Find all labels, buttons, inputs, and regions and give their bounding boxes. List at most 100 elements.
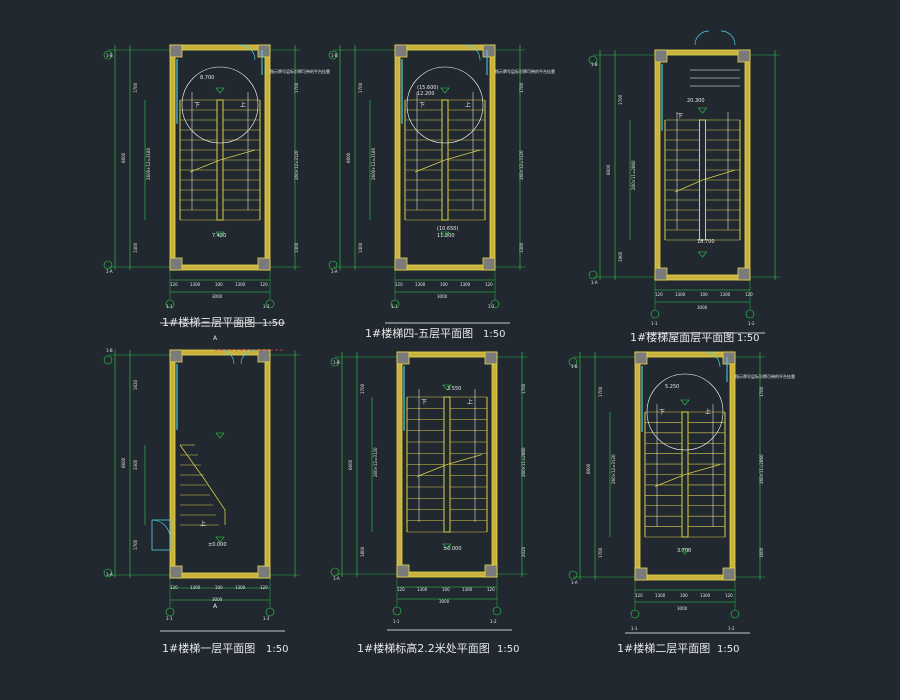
plan-scale: 1:50 xyxy=(483,329,505,340)
section-mark-top: A xyxy=(213,335,218,342)
grid-left-label: 1-1 xyxy=(651,321,658,326)
dim-bottom-0: 120 xyxy=(397,587,405,592)
wall-bottom xyxy=(169,264,271,271)
dim-bottom-3: 1300 xyxy=(235,282,246,287)
column-2 xyxy=(394,257,408,271)
dim-left-part-0: 1700 xyxy=(598,386,603,397)
wall-right xyxy=(264,349,271,579)
door-swing xyxy=(464,44,481,61)
plan-third[interactable]: 1#楼梯三层平面图 1:50 8.700 7.450 上 下 指示牌号层标识牌可… xyxy=(103,44,330,329)
grid-bubble-left xyxy=(392,606,402,616)
plan-geometry xyxy=(328,44,525,324)
column-3 xyxy=(482,257,496,271)
dim-right-part-0: 1700 xyxy=(519,82,524,93)
dim-right-part-0: 1700 xyxy=(521,383,526,394)
grid-bubble-top xyxy=(568,357,578,367)
up-label: 上 xyxy=(240,101,246,109)
wall-top xyxy=(394,44,496,51)
wall-left xyxy=(634,351,641,581)
platform-circle xyxy=(181,66,259,144)
level-marker-upper xyxy=(215,432,225,439)
wall-left xyxy=(394,44,401,271)
grid-bubble-bottom xyxy=(103,568,113,578)
dim-bottom-1: 1300 xyxy=(415,282,426,287)
dim-total: 3000 xyxy=(697,305,708,310)
dim-left-part-0: 1700 xyxy=(360,383,365,394)
dim-bottom-0: 120 xyxy=(395,282,403,287)
wall-right xyxy=(729,351,736,581)
dim-bottom-4: 120 xyxy=(487,587,495,592)
grid-bottom-label: 1-A xyxy=(331,269,338,274)
plan-geometry xyxy=(330,351,527,631)
dim-bottom-2: 100 xyxy=(442,587,450,592)
dim-right-part-0: 1700 xyxy=(759,386,764,397)
grid-top-label: 1-B xyxy=(106,53,113,58)
grid-top-label: 1-B xyxy=(333,360,340,365)
plan-fourth-fifth[interactable]: 1#楼梯四-五层平面图 1:50 (15.600) 12.200 (10.650… xyxy=(328,44,555,340)
grid-right-label: 1-2 xyxy=(490,619,497,624)
column-2 xyxy=(396,564,410,578)
grid-bubble-bottom xyxy=(328,260,338,270)
dim-left-part-2: 1700 xyxy=(598,547,603,558)
column-3 xyxy=(737,267,751,281)
dim-total: 3000 xyxy=(212,597,223,602)
column-2 xyxy=(169,565,183,579)
dim-bottom-4: 120 xyxy=(485,282,493,287)
plan-first[interactable]: 1#楼梯一层平面图 1:50 ±0.000 上 A A 1-B 1-A 1-1 … xyxy=(103,335,300,655)
wall-top xyxy=(169,349,271,356)
plan-roof[interactable]: 1#楼梯屋面层平面图 1:50 20.300 18.700 下 1-B 1-A … xyxy=(588,30,780,344)
level-upper: 8.700 xyxy=(200,75,214,81)
dim-left-part-1: 2600+12=3180 xyxy=(146,147,151,180)
dim-left-total: 6600 xyxy=(348,459,353,470)
dim-left-part-0: 1700 xyxy=(618,94,623,105)
column-3 xyxy=(722,567,736,581)
platform-circle xyxy=(646,373,724,451)
plan-second[interactable]: 1#楼梯二层平面图 1:50 5.250 3.700 上 下 指示牌号层标识牌可… xyxy=(568,351,795,655)
level-marker-upper xyxy=(440,87,450,94)
dim-bottom-3: 1300 xyxy=(460,282,471,287)
column-0 xyxy=(654,49,668,63)
column-2 xyxy=(654,267,668,281)
dim-right-part-1: 260×11=2860 xyxy=(759,454,764,484)
grid-bubble-left xyxy=(630,609,640,619)
break-line xyxy=(654,464,721,487)
dim-left-total: 6600 xyxy=(586,463,591,474)
dim-bottom-1: 1300 xyxy=(417,587,428,592)
grid-bubble-left xyxy=(390,299,400,309)
grid-bubble-bottom xyxy=(103,260,113,270)
grid-bubble-right xyxy=(730,609,740,619)
plan-scale: 1:50 xyxy=(262,318,284,329)
dim-left-total: 6600 xyxy=(606,164,611,175)
level-lower: ±0.000 xyxy=(208,542,227,548)
wall-left xyxy=(654,49,661,281)
column-2 xyxy=(634,567,648,581)
column-0 xyxy=(396,351,410,365)
dim-bottom-1: 1300 xyxy=(675,292,686,297)
plan-title: 1#楼梯四-五层平面图 xyxy=(365,326,473,340)
up-label: 上 xyxy=(467,398,473,406)
column-1 xyxy=(737,49,751,63)
column-3 xyxy=(257,565,271,579)
section-mark-bottom: A xyxy=(213,603,218,610)
dim-bottom-2: 100 xyxy=(680,593,688,598)
dim-right-part-2: 1300 xyxy=(294,242,299,253)
plan-geometry xyxy=(568,351,765,634)
level-lower-2: 11.500 xyxy=(437,233,455,239)
grid-bubble-top xyxy=(588,55,598,65)
plan-geometry xyxy=(588,30,780,334)
dim-bottom-2: 100 xyxy=(440,282,448,287)
level-lower: (10.650) xyxy=(437,226,458,232)
grid-left-label: 1-1 xyxy=(166,616,173,621)
handrail-well xyxy=(443,396,451,533)
dim-right-part-2: 1300 xyxy=(519,242,524,253)
grid-top-label: 1-B xyxy=(571,364,578,369)
dim-left-part-1: 260×12=3120 xyxy=(373,447,378,477)
grid-right-label: 1-2 xyxy=(263,616,270,621)
plan-mid-2-2[interactable]: 1#楼梯标高2.2米处平面图 1:50 3.550 ±0.000 上 下 1-B… xyxy=(330,351,527,655)
wall-bottom xyxy=(169,572,271,579)
column-0 xyxy=(169,349,183,363)
dim-bottom-1: 1300 xyxy=(655,593,666,598)
wall-bottom xyxy=(654,274,751,281)
down-label: 下 xyxy=(659,409,665,416)
grid-bubble-bottom xyxy=(568,570,578,580)
